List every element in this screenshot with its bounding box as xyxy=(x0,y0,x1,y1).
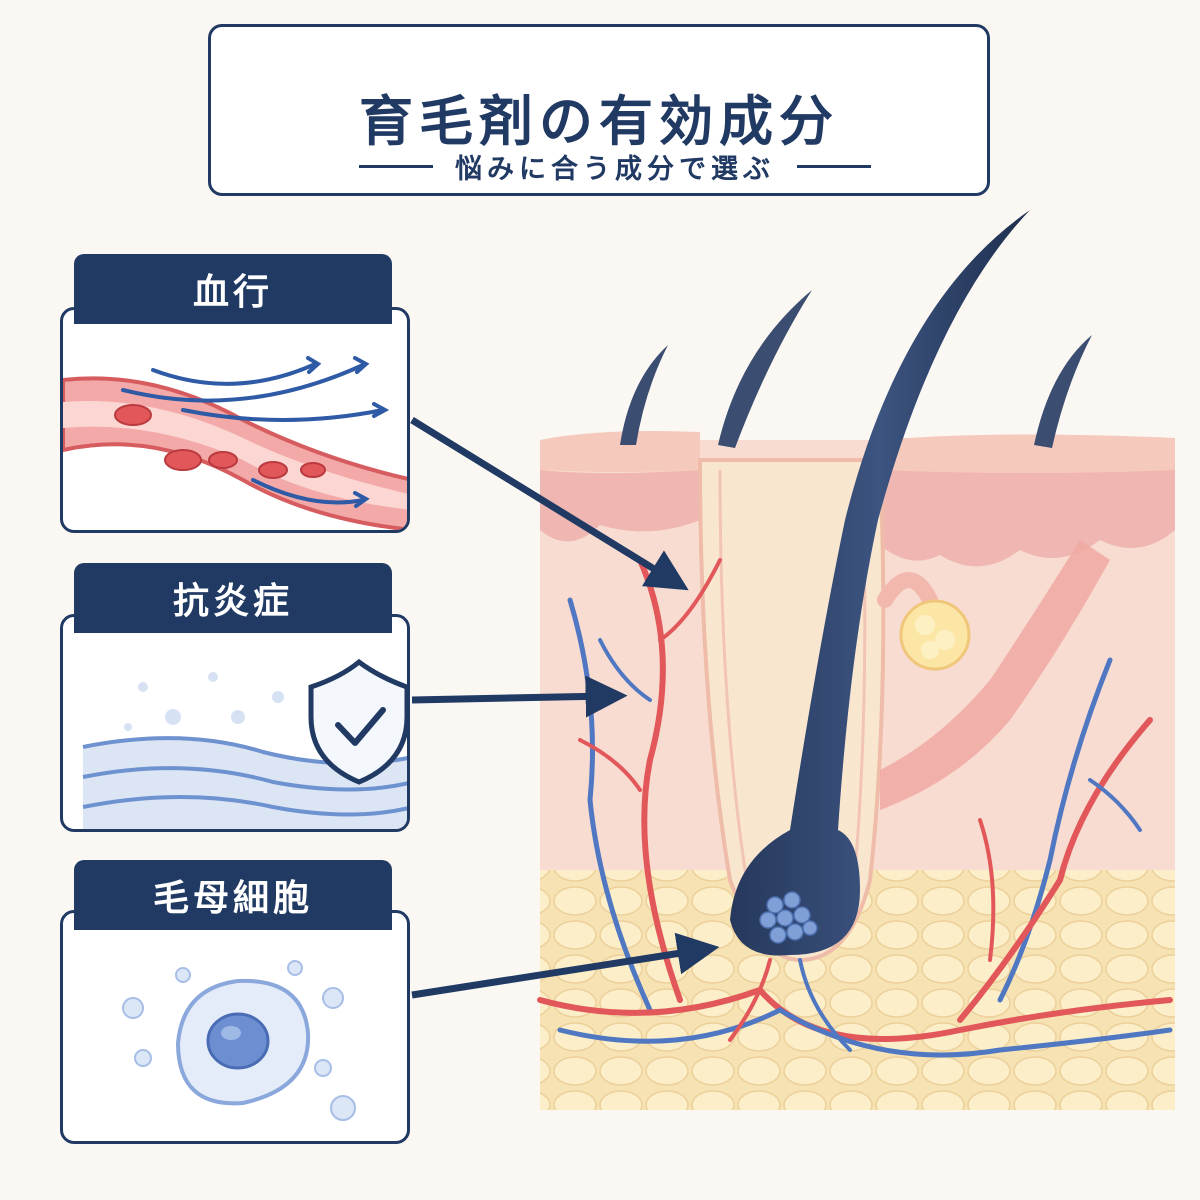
dermis-top-right xyxy=(880,470,1175,567)
blood-vessels xyxy=(537,557,1173,1058)
connector-arrows xyxy=(410,417,720,999)
arrector-pili-muscle xyxy=(880,540,1110,810)
small-hairs xyxy=(620,290,1092,448)
gland-duct xyxy=(877,572,938,608)
tab-anti-inflammation: 抗炎症 xyxy=(74,563,392,633)
main-hair-shaft xyxy=(730,210,1030,956)
blood-vessel-icon xyxy=(63,356,407,530)
subtitle-row: 悩みに合う成分で選ぶ xyxy=(303,151,927,185)
tab-blood-flow: 血行 xyxy=(74,254,392,324)
cell-icon xyxy=(122,960,356,1121)
arrow-anti-inflammation xyxy=(411,675,628,718)
epidermis-left xyxy=(540,431,700,472)
tab-hair-matrix-cells: 毛母細胞 xyxy=(74,860,392,930)
panel-blood-flow xyxy=(60,307,410,533)
title-box: 育毛剤の有効成分 悩みに合う成分で選ぶ xyxy=(208,24,990,196)
epidermis-right xyxy=(880,434,1175,473)
page-title: 育毛剤の有効成分 xyxy=(359,90,839,153)
arrow-blood-flow xyxy=(410,417,689,591)
panel-hair-matrix-cells xyxy=(60,910,410,1144)
dermal-papilla xyxy=(759,891,818,944)
subtitle-line-right xyxy=(797,164,871,168)
arrow-hair-matrix xyxy=(411,932,720,999)
subtitle-line-left xyxy=(359,164,433,168)
shield-check-icon xyxy=(82,658,407,829)
panel-anti-inflammation xyxy=(60,614,410,832)
sebaceous-gland xyxy=(899,599,971,671)
page-subtitle: 悩みに合う成分で選ぶ xyxy=(455,153,775,185)
